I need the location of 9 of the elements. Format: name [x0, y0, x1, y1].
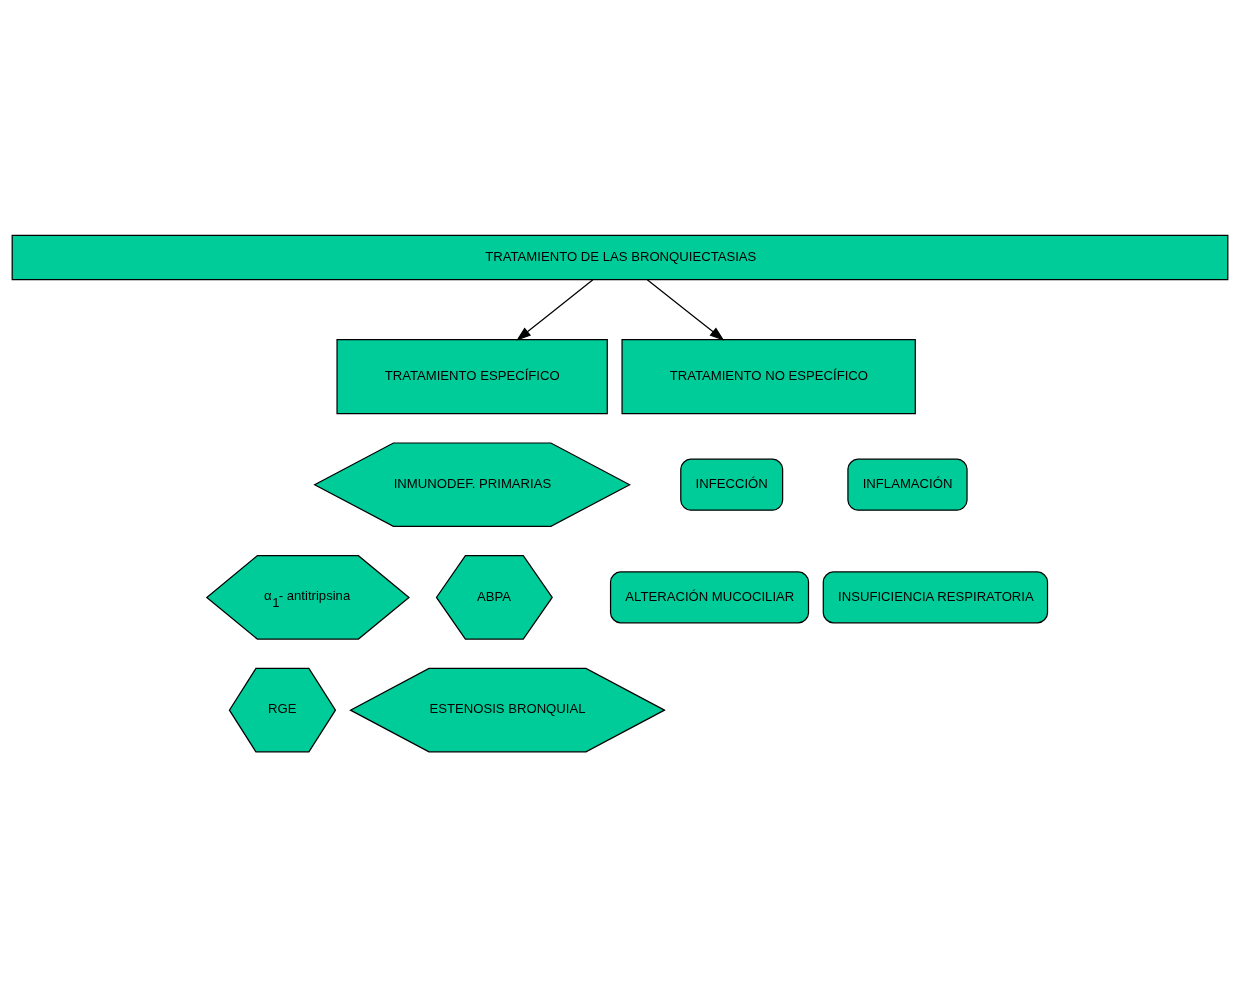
node-box: INFECCIÓN	[680, 458, 784, 511]
arrow	[516, 279, 594, 341]
node-box: INFLAMACIÓN	[847, 458, 968, 511]
node-box: TRATAMIENTO NO ESPECÍFICO	[621, 339, 916, 415]
node-box: ALTERACIÓN MUCOCILIAR	[609, 571, 810, 624]
node-box: TRATAMIENTO DE LAS BRONQUIECTASIAS	[11, 234, 1229, 281]
node-box: TRATAMIENTO ESPECÍFICO	[336, 339, 608, 415]
node-box: INSUFICIENCIA RESPIRATORIA	[822, 571, 1049, 624]
arrow	[646, 279, 725, 341]
